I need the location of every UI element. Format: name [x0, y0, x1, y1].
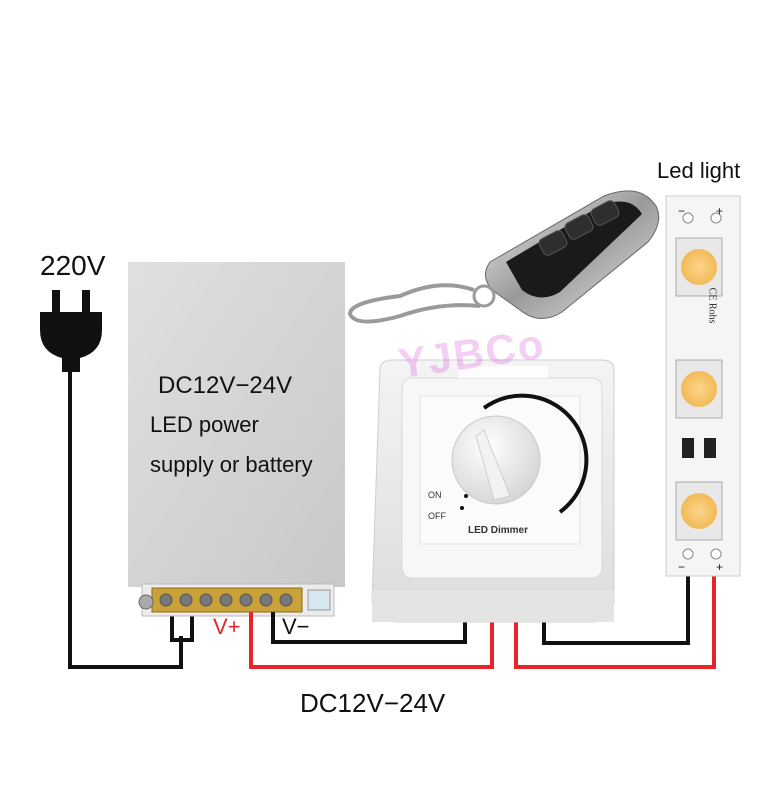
led-strip	[665, 195, 741, 577]
output-voltage-label: DC12V−24V	[300, 688, 446, 718]
strip-marking-label: CE Rohs	[706, 287, 718, 324]
out-plus-wire	[514, 560, 716, 669]
vminus-wire	[271, 612, 467, 644]
mains-voltage-label: 220V	[40, 250, 106, 281]
strip-minus-top-label: −	[678, 204, 686, 218]
strip-minus-bottom-label: −	[678, 560, 686, 574]
dimmer-off-label: OFF	[428, 511, 446, 521]
strip-plus-top-label: +	[716, 204, 724, 218]
psu-subtitle-label: supply or battery	[150, 452, 313, 477]
mains-wire-2	[170, 612, 194, 642]
psu-voltage-label: DC12V−24V	[158, 372, 293, 399]
strip-plus-bottom-label: +	[716, 560, 724, 574]
vplus-wire	[249, 612, 494, 669]
power-supply-unit	[128, 262, 345, 617]
v-plus-label: V+	[213, 614, 241, 639]
led-dimmer-box	[371, 359, 615, 623]
remote-control-icon	[347, 190, 660, 324]
power-plug-icon	[40, 290, 102, 372]
dimmer-label: LED Dimmer	[468, 525, 529, 536]
dimmer-on-label: ON	[428, 490, 442, 500]
psu-title-label: LED power	[150, 412, 259, 437]
led-light-label: Led light	[657, 158, 741, 183]
out-minus-wire	[542, 560, 690, 645]
v-minus-label: V−	[282, 614, 310, 639]
mains-wire	[68, 372, 183, 669]
